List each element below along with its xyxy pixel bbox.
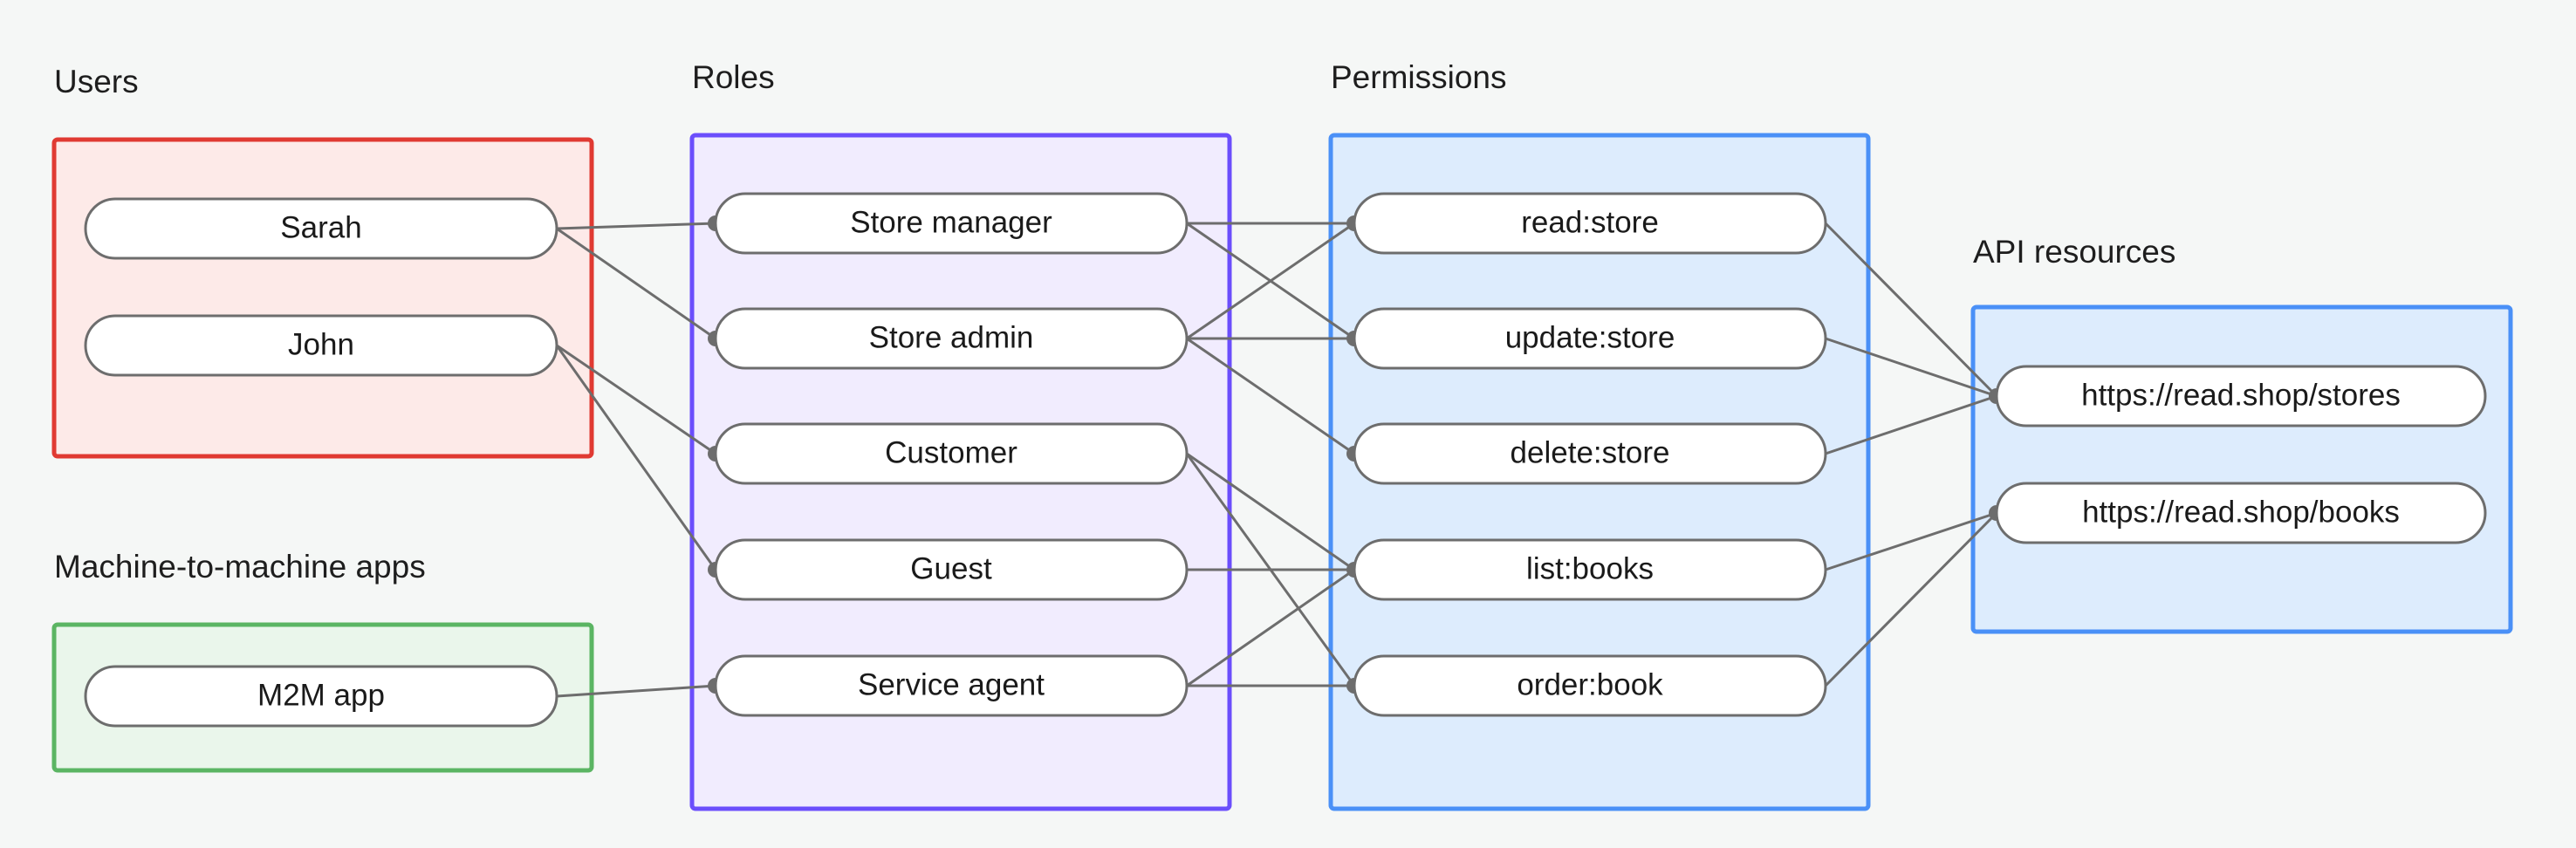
node-label-serviceagent: Service agent (858, 667, 1045, 701)
node-pill-sarah[interactable] (84, 197, 558, 260)
group-box-users (51, 137, 594, 459)
node-customer[interactable]: Customer (714, 422, 1189, 485)
node-label-sarah: Sarah (280, 210, 361, 244)
node-guest[interactable]: Guest (714, 538, 1189, 601)
node-label-john: John (288, 327, 354, 361)
node-pill-john[interactable] (84, 314, 558, 377)
node-label-storeadmin: Store admin (869, 320, 1034, 354)
node-pill-storeadmin[interactable] (714, 307, 1189, 370)
node-pill-storemanager[interactable] (714, 192, 1189, 255)
edges-layer (555, 215, 2004, 698)
edge-m2mapp-to-serviceagent (556, 684, 716, 698)
node-pill-storesapi[interactable] (1995, 365, 2487, 427)
edge-john-to-customer (556, 344, 716, 455)
node-label-guest: Guest (910, 551, 992, 585)
node-sarah[interactable]: Sarah (84, 197, 558, 260)
node-listbooks[interactable]: list:books (1353, 538, 1827, 601)
node-label-updatestore: update:store (1505, 320, 1675, 354)
group-label-m2m: Machine-to-machine apps (54, 549, 426, 585)
node-pill-readstore[interactable] (1353, 192, 1827, 255)
node-booksapi[interactable]: https://read.shop/books (1995, 482, 2487, 544)
node-pill-listbooks[interactable] (1353, 538, 1827, 601)
node-pill-updatestore[interactable] (1353, 307, 1827, 370)
edge-readstore-to-storesapi (1824, 222, 1998, 398)
node-serviceagent[interactable]: Service agent (714, 654, 1189, 717)
group-box-api (1970, 304, 2513, 634)
node-pill-orderbook[interactable] (1353, 654, 1827, 717)
group-label-permissions: Permissions (1331, 59, 1507, 95)
node-label-storemanager: Store manager (850, 205, 1052, 239)
edge-serviceagent-to-listbooks (1186, 568, 1355, 687)
node-label-storesapi: https://read.shop/stores (2081, 378, 2401, 412)
node-pill-customer[interactable] (714, 422, 1189, 485)
node-pill-guest[interactable] (714, 538, 1189, 601)
node-label-listbooks: list:books (1526, 551, 1654, 585)
node-john[interactable]: John (84, 314, 558, 377)
node-storesapi[interactable]: https://read.shop/stores (1995, 365, 2487, 427)
node-pill-booksapi[interactable] (1995, 482, 2487, 544)
node-label-deletestore: delete:store (1511, 435, 1670, 469)
node-storeadmin[interactable]: Store admin (714, 307, 1189, 370)
node-updatestore[interactable]: update:store (1353, 307, 1827, 370)
node-pill-deletestore[interactable] (1353, 422, 1827, 485)
node-label-m2mapp: M2M app (257, 678, 385, 712)
node-orderbook[interactable]: order:book (1353, 654, 1827, 717)
edge-storeadmin-to-deletestore (1186, 337, 1355, 455)
edge-listbooks-to-booksapi (1825, 511, 1997, 571)
node-label-booksapi: https://read.shop/books (2082, 495, 2400, 529)
group-label-api: API resources (1973, 234, 2175, 270)
edge-updatestore-to-storesapi (1825, 337, 1997, 398)
node-m2mapp[interactable]: M2M app (84, 665, 558, 728)
group-label-roles: Roles (692, 59, 775, 95)
group-label-users: Users (54, 64, 139, 99)
node-label-readstore: read:store (1521, 205, 1659, 239)
node-readstore[interactable]: read:store (1353, 192, 1827, 255)
node-pill-m2mapp[interactable] (84, 665, 558, 728)
node-label-orderbook: order:book (1517, 667, 1663, 701)
node-label-customer: Customer (885, 435, 1017, 469)
edge-orderbook-to-booksapi (1824, 511, 1998, 687)
edge-customer-to-listbooks (1186, 452, 1355, 571)
edge-sarah-to-storeadmin (556, 227, 716, 340)
edge-deletestore-to-storesapi (1825, 394, 1997, 455)
node-storemanager[interactable]: Store manager (714, 192, 1189, 255)
edge-john-to-guest (555, 345, 717, 571)
edge-storeadmin-to-readstore (1186, 222, 1355, 340)
node-deletestore[interactable]: delete:store (1353, 422, 1827, 485)
edge-sarah-to-storemanager (556, 222, 716, 230)
node-pill-serviceagent[interactable] (714, 654, 1189, 717)
